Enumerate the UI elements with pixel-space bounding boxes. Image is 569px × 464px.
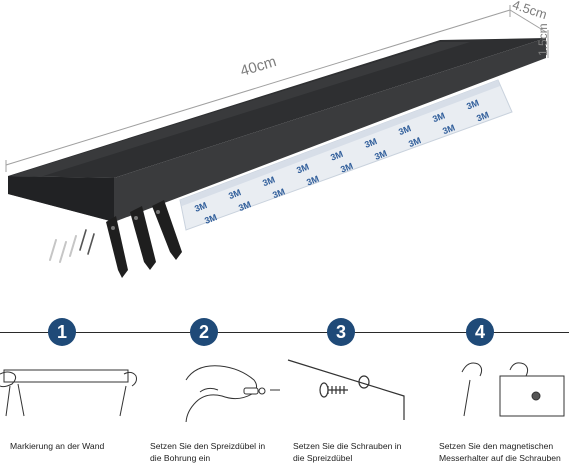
step-1-caption: Markierung an der Wand [10,441,150,453]
step-4-caption-line-1: Setzen Sie den magnetischen [439,441,554,451]
step-1-illustration [0,369,137,417]
tape-logo-5: 3M [363,136,378,150]
magnetic-bar [8,38,546,222]
step-4-caption-line-2: Messerhalter auf die Schrauben [439,452,561,463]
tape-logo-11: 3M [271,186,286,200]
length-dimension-line [5,5,511,172]
steps-timeline [0,332,569,333]
tape-logo-15: 3M [407,135,422,149]
tape-logo-17: 3M [475,110,490,124]
step-1-badge: 1 [48,318,76,346]
tape-logo-13: 3M [339,161,354,175]
step-2-caption: Setzen Sie den Spreizdübel in die Bohrun… [150,441,290,464]
tape-logo-14: 3M [373,148,388,162]
mounting-brackets [106,200,182,278]
step-2-caption-line-2: die Bohrung ein [150,452,211,463]
tape-logo-12: 3M [305,174,320,188]
tape-logo-9: 3M [203,212,218,226]
tape-logo-2: 3M [261,174,276,188]
tape-logo-10: 3M [237,199,252,213]
step-illustrations [0,359,565,422]
step-2-illustration [185,365,280,422]
tape-logo-6: 3M [397,123,412,137]
step-3-caption-line-2: die Spreizdübel [293,452,353,463]
screws-and-anchors [49,229,95,263]
step-4-badge: 4 [466,318,494,346]
step-3-badge: 3 [327,318,355,346]
tape-logo-1: 3M [227,187,242,201]
tape-logo-16: 3M [441,122,456,136]
step-1-caption-line-1: Markierung an der Wand [10,441,105,451]
step-2-badge: 2 [190,318,218,346]
tape-logo-7: 3M [431,110,446,124]
tape-logo-4: 3M [329,149,344,163]
tape-logo-0: 3M [193,200,208,214]
step-2-caption-line-1: Setzen Sie den Spreizdübel in [150,441,266,451]
step-4-illustration [461,362,565,417]
tape-logo-3: 3M [295,162,310,176]
tape-logo-8: 3M [465,98,480,112]
step-3-illustration [287,359,405,420]
step-4-caption: Setzen Sie den magnetischen Messerhalter… [439,441,569,464]
step-3-caption-line-1: Setzen Sie die Schrauben in [293,441,402,451]
step-3-caption: Setzen Sie die Schrauben in die Spreizdü… [293,441,433,464]
depth-dimension-line [509,9,547,33]
height-label: 1.5cm [536,23,550,56]
